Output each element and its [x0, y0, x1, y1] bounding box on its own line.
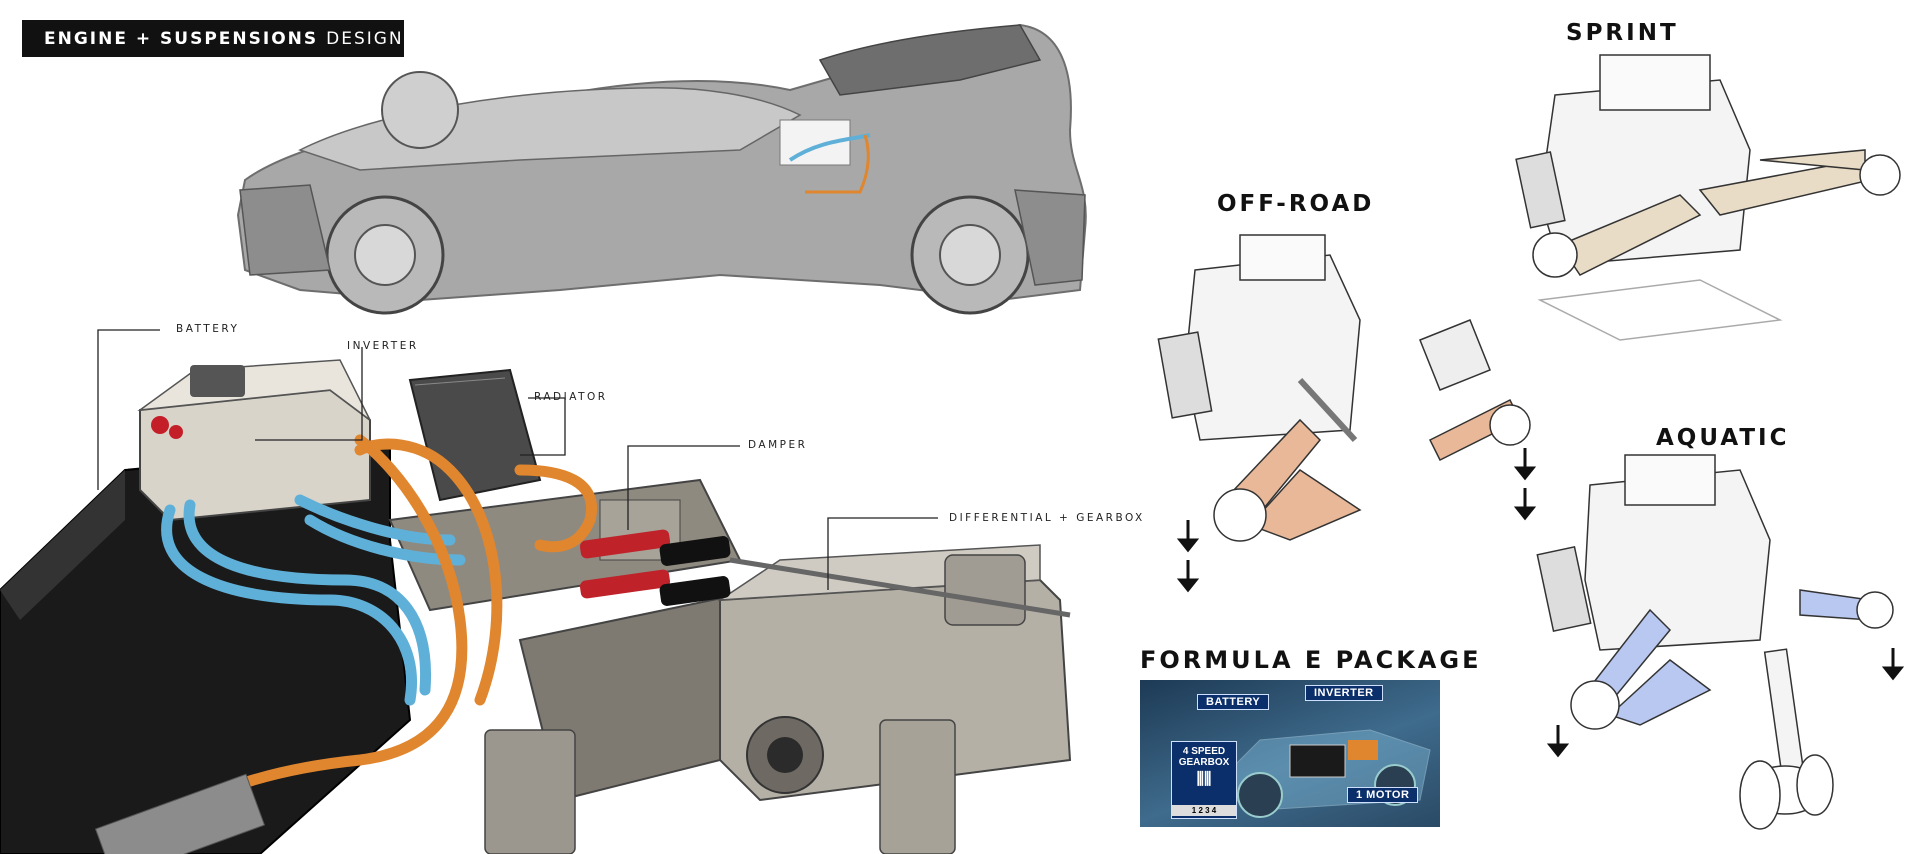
title-light: DESIGN [326, 28, 404, 49]
formula-e-package-image: BATTERY INVERTER 4 SPEED GEARBOX ⫼⫼ 1 2 … [1140, 680, 1440, 827]
variant-title-sprint: SPRINT [1566, 20, 1679, 46]
dampers [579, 529, 1071, 618]
motion-arrows [1176, 448, 1905, 758]
callout-inverter: INVERTER [347, 340, 419, 352]
sprint-sketch [1515, 54, 1901, 341]
title-bold: ENGINE + SUSPENSIONS [44, 28, 319, 49]
powertrain-render [0, 359, 1072, 854]
package-tag-motor: 1 MOTOR [1347, 787, 1419, 803]
gearbox-line-2: GEARBOX [1178, 757, 1230, 768]
package-tag-battery: BATTERY [1197, 694, 1270, 710]
gear-numbers: 1 2 3 4 [1172, 805, 1236, 816]
gearbox-line-1: 4 SPEED [1182, 746, 1226, 757]
package-tag-inverter: INVERTER [1305, 685, 1383, 701]
package-title: FORMULA E PACKAGE [1140, 646, 1482, 674]
callout-leaders [97, 329, 938, 590]
callout-differential-gearbox: DIFFERENTIAL + GEARBOX [949, 512, 1145, 524]
callout-battery: BATTERY [176, 323, 240, 335]
aquatic-sketch [1536, 454, 1894, 830]
variant-title-aquatic: AQUATIC [1656, 425, 1790, 451]
race-car-render [236, 23, 1087, 315]
offroad-sketch [1157, 234, 1531, 542]
callout-radiator: RADIATOR [534, 391, 608, 403]
section-title-badge: ENGINE + SUSPENSIONS DESIGN [22, 20, 404, 57]
gear-icon: ⫼⫼ [1196, 771, 1212, 788]
package-tag-gearbox: 4 SPEED GEARBOX ⫼⫼ 1 2 3 4 [1171, 741, 1237, 819]
callout-damper: DAMPER [748, 439, 808, 451]
variant-title-offroad: OFF-ROAD [1217, 191, 1375, 217]
